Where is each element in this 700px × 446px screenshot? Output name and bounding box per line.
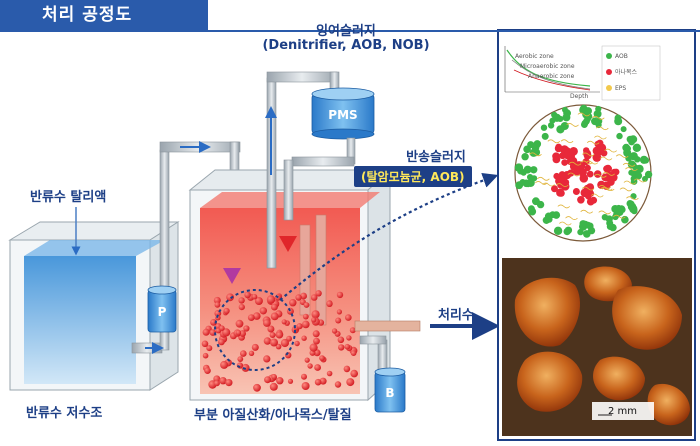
zone-aerobic: Aerobic zone (515, 53, 554, 60)
storage-tank (8, 221, 180, 391)
return-sludge-badge: (탈암모늄균, AOB) (354, 166, 472, 187)
excess-sludge-pipe (265, 71, 340, 269)
reactor-granules (201, 290, 359, 392)
title-underline (0, 30, 700, 32)
zone-microaerobic: Microaerobic zone (520, 63, 575, 70)
axis-depth: Depth (570, 93, 588, 100)
legend-aob: AOB (615, 53, 628, 60)
effluent-pipe (354, 320, 421, 371)
legend-anammox: 아나목스 (615, 68, 638, 76)
blower (374, 367, 406, 413)
reactor-label: 부분 아질산화/아나목스/탈질 (194, 408, 352, 423)
zoom-circle (214, 289, 296, 371)
pump (147, 285, 177, 333)
zoom-line (279, 172, 499, 301)
return-sludge-label: 반송슬러지 (406, 150, 466, 165)
pump-label: P (158, 305, 167, 319)
treated-water-label: 처리수 (438, 308, 474, 323)
reject-water-label: 반류수 탈리액 (30, 190, 107, 205)
granule-schematic: Aerobic zone Microaerobic zone Anaerobic… (504, 45, 661, 242)
legend-eps: EPS (615, 85, 626, 92)
page-title: 처리 공정도 (0, 0, 208, 30)
pms-label: PMS (328, 108, 357, 122)
excess-sludge-label: 잉여슬러지 (316, 24, 376, 39)
pms-unit (311, 87, 375, 140)
blower-label: B (385, 386, 394, 400)
zone-anaerobic: Anaerobic zone (528, 73, 575, 80)
granule-micrograph: 2 mm (502, 258, 692, 436)
excess-sludge-detail: (Denitrifier, AOB, NOB) (262, 38, 430, 53)
storage-tank-label: 반류수 저수조 (26, 406, 103, 421)
scale-bar: 2 mm (608, 406, 637, 417)
